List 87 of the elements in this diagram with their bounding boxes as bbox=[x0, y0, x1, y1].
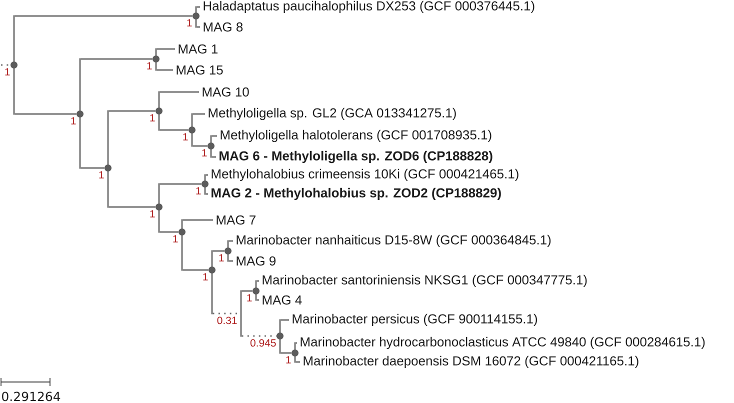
tree-branch bbox=[14, 15, 192, 17]
support-value: 1 bbox=[147, 62, 152, 70]
branch-junction bbox=[188, 113, 196, 147]
support-value: 0.31 bbox=[217, 316, 237, 324]
branch-junction bbox=[276, 319, 284, 354]
tree-branch bbox=[182, 269, 208, 271]
taxon-label: MAG 1 bbox=[178, 44, 218, 54]
tree-branch bbox=[196, 6, 200, 8]
branch-junction bbox=[192, 6, 200, 28]
branch-junction bbox=[104, 110, 112, 208]
branch-junction bbox=[292, 342, 298, 363]
tree-branch bbox=[228, 240, 233, 242]
tree-branch bbox=[80, 58, 152, 60]
tree-branch bbox=[182, 219, 213, 221]
branch-junction bbox=[156, 183, 162, 233]
support-value: 1 bbox=[203, 273, 208, 280]
taxon-label: MAG 6 - Methyloligella sp. ZOD6 (CP188828) bbox=[220, 150, 492, 164]
support-value: 1 bbox=[183, 133, 188, 140]
branch-junction bbox=[152, 48, 160, 71]
support-value: 1 bbox=[202, 149, 207, 156]
branch-junction bbox=[10, 15, 18, 115]
tree-branch bbox=[212, 156, 216, 158]
tree-branch bbox=[160, 183, 202, 185]
support-value: 1 bbox=[187, 19, 192, 26]
tree-branch bbox=[156, 48, 175, 50]
tree-branch bbox=[160, 91, 199, 93]
tree-branch bbox=[280, 319, 289, 321]
support-value: 0.945 bbox=[250, 339, 276, 347]
tree-branch bbox=[108, 206, 156, 208]
branch-junction bbox=[208, 250, 216, 314]
branch-junction bbox=[202, 174, 208, 195]
branch-junction bbox=[208, 135, 214, 158]
tree-branch bbox=[228, 260, 233, 262]
branch-junction bbox=[156, 91, 162, 131]
tree-branch bbox=[196, 26, 200, 28]
tree-branch bbox=[296, 342, 297, 344]
tree-branch bbox=[156, 69, 173, 71]
taxon-label: Marinobacter daepoensis DSM 16072 (GCF 000421165.1) bbox=[304, 356, 638, 368]
tree-branch bbox=[256, 299, 259, 301]
scale-label: 0.291264 bbox=[2, 392, 60, 402]
support-value: 1 bbox=[150, 114, 155, 122]
tree-branch bbox=[108, 110, 156, 112]
tree-branch bbox=[160, 231, 178, 233]
taxon-label: Marinobacter hydrocarbonoclasticus ATCC 49840 (GCF 000284615.1) bbox=[300, 336, 705, 350]
taxon-label: MAG 15 bbox=[176, 65, 223, 75]
tree-branch bbox=[242, 335, 276, 337]
tree-branch bbox=[192, 113, 205, 115]
taxon-label: Marinobacter nanhaiticus D15-8W (GCF 000364845.1) bbox=[236, 234, 551, 248]
tree-branch bbox=[206, 174, 208, 176]
tree-branch bbox=[80, 167, 104, 169]
taxon-label: Methyloligella sp. GL2 (GCA 013341275.1) bbox=[208, 108, 456, 120]
taxon-label: MAG 2 - Methylohalobius sp. ZOD2 (CP188829) bbox=[212, 188, 501, 200]
taxon-label: Methylohalobius crimeensis 10Ki (GCF 000421465.1) bbox=[212, 168, 518, 182]
support-value: 1 bbox=[196, 187, 201, 194]
tree-branch bbox=[296, 361, 300, 363]
taxon-label: MAG 8 bbox=[204, 22, 243, 32]
taxon-label: MAG 9 bbox=[236, 256, 276, 266]
taxon-label: MAG 4 bbox=[262, 295, 302, 305]
tree-branch bbox=[280, 352, 292, 354]
tree-branch bbox=[212, 135, 217, 137]
tree-branch bbox=[160, 129, 188, 131]
support-value: 1 bbox=[71, 117, 76, 124]
support-value: 1 bbox=[99, 171, 104, 178]
support-value: 1 bbox=[219, 254, 224, 262]
support-value: 1 bbox=[286, 356, 291, 364]
support-value: 1 bbox=[247, 294, 252, 302]
taxon-label: MAG 7 bbox=[216, 215, 256, 225]
support-value: 1 bbox=[173, 235, 178, 242]
tree-branch bbox=[242, 290, 252, 292]
tree-branch bbox=[206, 193, 208, 195]
branch-junction bbox=[252, 280, 260, 301]
taxon-label: Haladaptatus paucihalophilus DX253 (GCF 000376445.1) bbox=[204, 0, 534, 14]
branch-junction bbox=[178, 219, 186, 271]
tree-branch bbox=[256, 280, 259, 282]
branch-junction bbox=[76, 58, 84, 169]
taxon-label: Marinobacter santoriniensis NKSG1 (GCF 000347775.1) bbox=[262, 274, 587, 288]
support-value: 1 bbox=[5, 68, 10, 76]
taxon-label: Marinobacter persicus (GCF 900114155.1) bbox=[292, 314, 538, 326]
support-value: 1 bbox=[150, 210, 155, 218]
taxon-label: MAG 10 bbox=[202, 87, 249, 97]
branch-junction bbox=[224, 240, 232, 262]
tree-branch bbox=[192, 145, 208, 147]
tree-branch bbox=[14, 113, 76, 115]
junction-line bbox=[240, 290, 242, 337]
tree-branch bbox=[212, 250, 224, 252]
taxon-label: Methyloligella halotolerans (GCF 001708935.1) bbox=[220, 130, 492, 142]
tree-branch bbox=[1, 64, 10, 66]
